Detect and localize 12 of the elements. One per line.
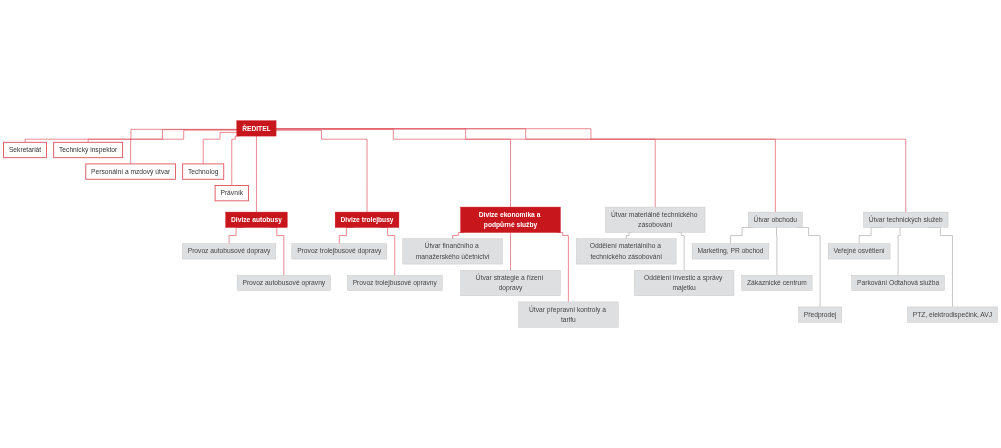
connector xyxy=(275,130,368,213)
connector xyxy=(275,128,776,213)
connector xyxy=(510,232,511,271)
connector xyxy=(130,129,238,165)
connector xyxy=(625,232,633,240)
connector xyxy=(897,227,903,276)
connector xyxy=(275,128,656,208)
connector xyxy=(256,135,257,213)
connector xyxy=(202,132,238,165)
connector xyxy=(275,128,907,213)
connector xyxy=(775,227,778,276)
connector xyxy=(678,232,685,271)
